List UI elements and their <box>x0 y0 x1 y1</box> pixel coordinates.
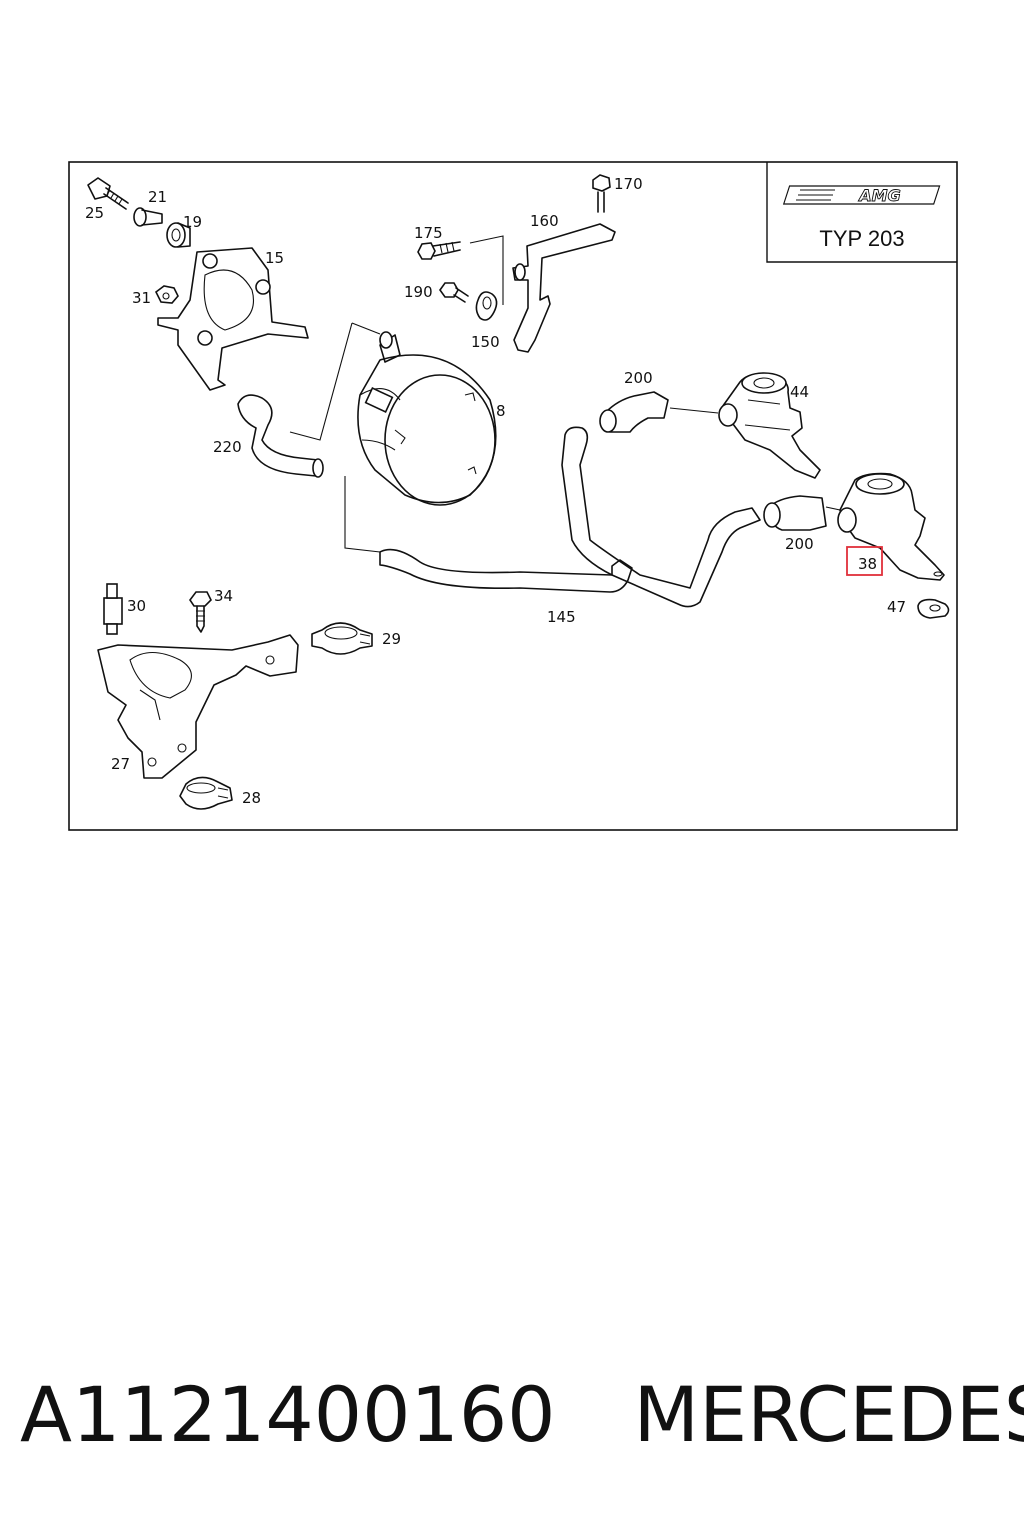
callout-220: 220 <box>213 438 242 456</box>
valve-44 <box>718 372 821 479</box>
bracket-27 <box>97 634 299 779</box>
part-number: A1121400160 <box>20 1370 556 1459</box>
callout-25: 25 <box>85 204 104 222</box>
bracket-160 <box>512 223 616 353</box>
callout-38: 38 <box>858 555 877 573</box>
callout-31: 31 <box>132 289 151 307</box>
screw-34 <box>189 591 212 633</box>
callout-29: 29 <box>382 630 401 648</box>
pin-21 <box>133 207 163 227</box>
elbow-hose-200-upper <box>599 391 669 433</box>
type-label: TYP 203 <box>819 226 904 251</box>
highlight-box-38 <box>846 546 883 576</box>
bolt-170 <box>592 174 611 213</box>
hose-200-lower <box>763 495 827 531</box>
callout-200-upper: 200 <box>624 369 653 387</box>
callout-175: 175 <box>414 224 443 242</box>
valve-38 <box>837 472 945 581</box>
spacer-30 <box>103 583 123 635</box>
leader-lines <box>289 235 841 553</box>
callout-47: 47 <box>887 598 906 616</box>
callout-15: 15 <box>265 249 284 267</box>
clamp-29 <box>311 622 373 655</box>
callout-8: 8 <box>496 402 506 420</box>
bolt-25 <box>87 177 129 210</box>
manufacturer-name: MERCEDES <box>633 1370 1024 1459</box>
bolt-190 <box>439 282 469 303</box>
caption: A1121400160 MERCEDES <box>20 1370 1024 1480</box>
callout-190: 190 <box>404 283 433 301</box>
callout-19: 19 <box>183 213 202 231</box>
callout-21: 21 <box>148 188 167 206</box>
amg-logo: AMG <box>782 185 941 205</box>
callout-170: 170 <box>614 175 643 193</box>
amg-logo-text: AMG <box>857 186 900 205</box>
hose-145 <box>379 426 761 608</box>
type-box: AMG TYP 203 <box>766 162 957 263</box>
callout-30: 30 <box>127 597 146 615</box>
clamp-28 <box>179 776 233 810</box>
clip-150 <box>475 291 498 321</box>
bolt-175 <box>417 241 461 260</box>
callout-150: 150 <box>471 333 500 351</box>
callout-160: 160 <box>530 212 559 230</box>
diagram-frame <box>68 161 958 831</box>
air-pump-8 <box>357 331 497 506</box>
callout-28: 28 <box>242 789 261 807</box>
grommet-19 <box>166 222 191 248</box>
callout-200-lower: 200 <box>785 535 814 553</box>
hose-220 <box>237 394 324 478</box>
gasket-47 <box>917 598 950 619</box>
callout-44: 44 <box>790 383 809 401</box>
bracket-15 <box>157 247 309 391</box>
callout-labels: 25 21 19 15 31 170 175 160 190 150 8 220… <box>85 175 906 807</box>
callout-27: 27 <box>111 755 130 773</box>
callout-34: 34 <box>214 587 233 605</box>
callout-145: 145 <box>547 608 576 626</box>
nut-31 <box>154 285 179 304</box>
